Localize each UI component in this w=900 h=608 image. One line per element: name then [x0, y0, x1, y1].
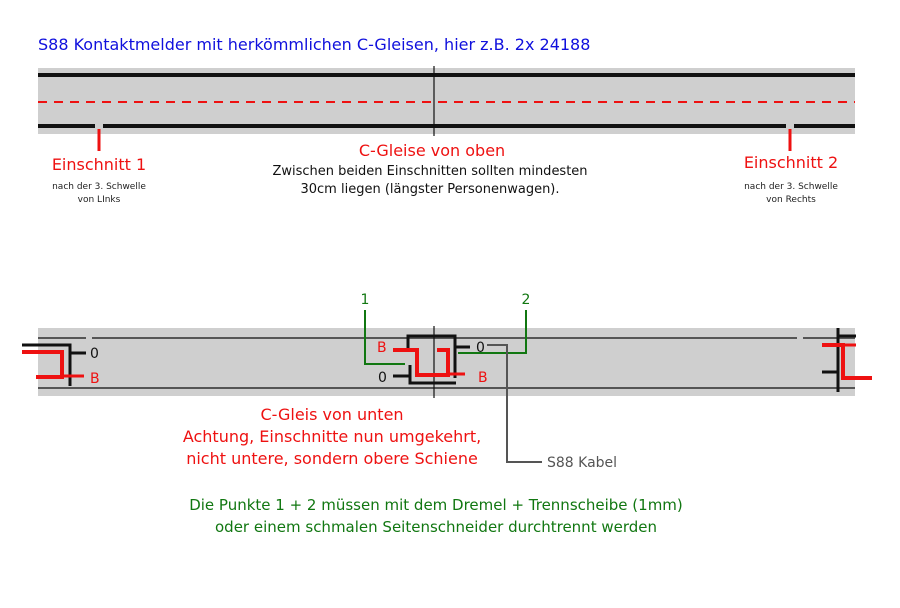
right-connector: [822, 328, 872, 392]
top-description-line2: 30cm liegen (längster Personenwagen).: [300, 182, 559, 197]
point2-label: 2: [522, 292, 531, 308]
left-connector-b-label: B: [90, 371, 100, 387]
center-b-right-label: B: [478, 370, 488, 386]
footer-line1: Die Punkte 1 + 2 müssen mit dem Dremel +…: [189, 496, 683, 514]
cut2-label: Einschnitt 2: [744, 153, 838, 172]
bottom-warning-line1: Achtung, Einschnitte nun umgekehrt,: [183, 427, 481, 446]
bottom-heading: C-Gleis von unten: [260, 405, 403, 424]
center-0-left-label: 0: [378, 370, 387, 386]
point1-line: [364, 310, 405, 365]
left-connector: [22, 343, 86, 386]
top-description-line1: Zwischen beiden Einschnitten sollten min…: [272, 164, 587, 179]
cut1-note-line2: von LInks: [78, 195, 121, 205]
top-heading: C-Gleise von oben: [359, 141, 505, 160]
s88-cable-label: S88 Kabel: [547, 455, 617, 471]
top-track: [38, 66, 855, 151]
point1-label: 1: [361, 292, 370, 308]
cut2-note-line2: von Rechts: [766, 195, 816, 205]
bottom-warning-line2: nicht untere, sondern obere Schiene: [186, 449, 478, 468]
center-b-left-label: B: [377, 340, 387, 356]
footer-line2: oder einem schmalen Seitenschneider durc…: [215, 518, 657, 536]
cut1-label: Einschnitt 1: [52, 155, 146, 174]
cut1-note-line1: nach der 3. Schwelle: [52, 182, 146, 192]
center-0-right-label: 0: [476, 340, 485, 356]
cut2-note-line1: nach der 3. Schwelle: [744, 182, 838, 192]
center-connector: [393, 326, 470, 398]
point2-line: [458, 310, 527, 354]
s88-cable-line: [487, 344, 542, 463]
left-connector-0-label: 0: [90, 346, 99, 362]
diagram-title: S88 Kontaktmelder mit herkömmlichen C-Gl…: [38, 35, 590, 54]
